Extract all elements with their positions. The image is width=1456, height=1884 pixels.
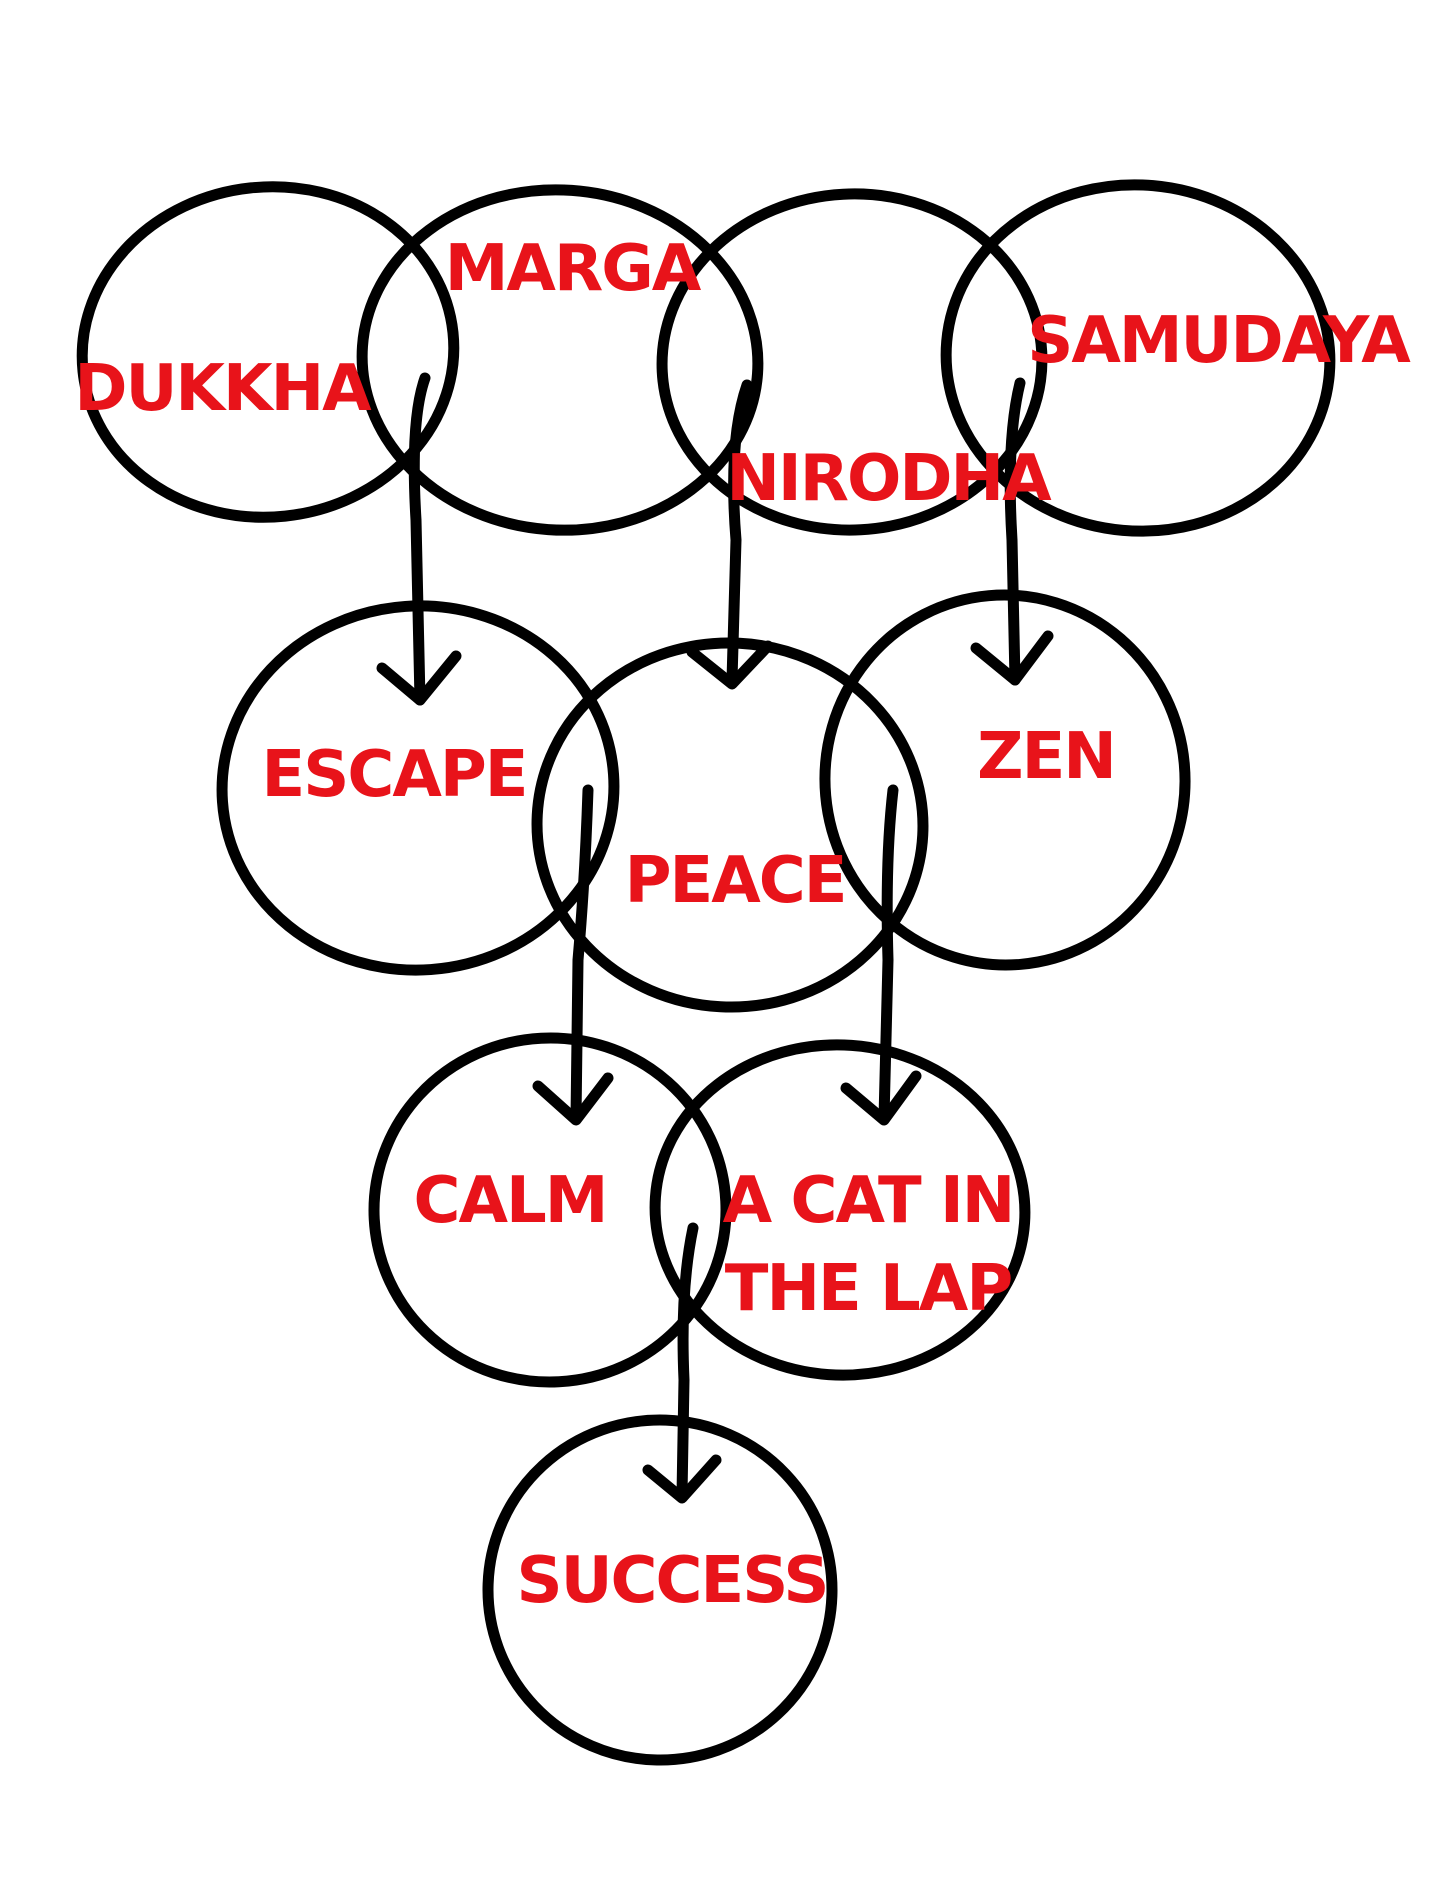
arrow-nirodha-samudaya-to-zen — [970, 377, 1054, 686]
circle-success — [482, 1414, 838, 1766]
label-nirodha: NIRODHA — [726, 442, 1052, 516]
arrow-peace-zen-to-cat — [840, 784, 922, 1126]
circle-escape — [216, 600, 620, 976]
circle-marga — [356, 184, 764, 536]
circle-nirodha — [656, 188, 1048, 536]
label-calm: CALM — [414, 1164, 607, 1238]
label-zen: ZEN — [977, 720, 1115, 794]
circle-calm — [368, 1032, 732, 1388]
label-escape: ESCAPE — [262, 738, 527, 812]
circle-dukkha — [76, 181, 460, 523]
arrow-dukkha-marga-to-escape — [376, 372, 462, 706]
label-success: SUCCESS — [516, 1544, 827, 1618]
arrow-escape-peace-to-calm — [532, 784, 614, 1126]
label-dukkha: DUKKHA — [74, 352, 372, 426]
circle-samudaya — [940, 179, 1336, 537]
label-cat-line-2: THE LAP — [725, 1252, 1012, 1326]
circle-cat — [649, 1039, 1031, 1381]
arrow-calm-cat-to-success — [642, 1222, 722, 1504]
circle-peace — [531, 637, 929, 1013]
label-cat-line-1: A CAT IN — [723, 1164, 1014, 1238]
label-peace: PEACE — [625, 844, 846, 918]
label-samudaya: SAMUDAYA — [1027, 304, 1411, 378]
label-marga: MARGA — [445, 232, 702, 306]
arrow-marga-nirodha-to-peace — [686, 379, 774, 690]
circle-zen — [819, 589, 1191, 971]
